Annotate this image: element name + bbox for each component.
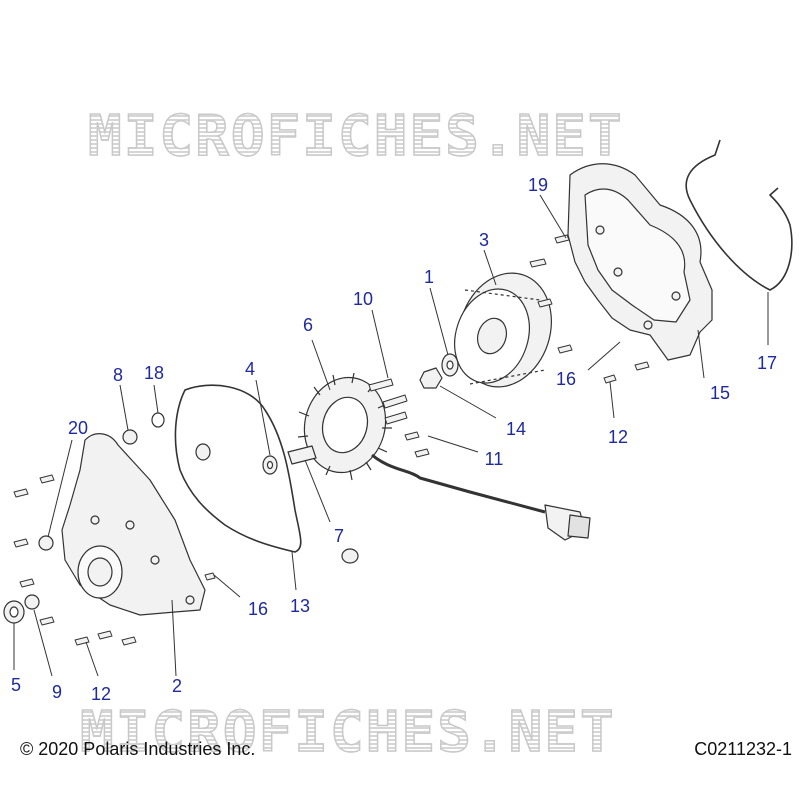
callout-4: 4 [244,359,256,379]
callout-12-left: 12 [90,684,112,704]
leader-lines [13,194,769,677]
plug-part-20 [38,535,54,551]
sensor-part-7 [287,445,317,465]
callout-3: 3 [478,230,490,250]
callout-12-right: 12 [607,427,629,447]
callout-18: 18 [143,363,165,383]
nut-part-14 [419,367,443,389]
gasket-part-13 [174,384,302,553]
callout-16-right: 16 [555,369,577,389]
snap-ring-part-18 [151,412,165,428]
bearing-part-8 [122,429,138,445]
callout-1: 1 [423,267,435,287]
callout-11: 11 [484,449,504,469]
callout-7: 7 [333,526,345,546]
callout-19: 19 [527,175,549,195]
callout-10: 10 [352,289,374,309]
callout-9: 9 [51,682,63,702]
callout-6: 6 [302,315,314,335]
washer-part-9 [24,594,40,610]
watermark-bottom: MICROFICHES.NET [79,699,616,766]
callout-13: 13 [289,596,311,616]
flywheel-part-3 [454,272,552,388]
callout-8: 8 [112,365,124,385]
callout-14: 14 [505,419,527,439]
outer-cover-part-15 [567,163,713,361]
callout-2: 2 [171,676,183,696]
gasket-part-17 [685,139,793,291]
callout-5: 5 [10,675,22,695]
wire-harness [371,453,546,514]
watermark-top: MICROFICHES.NET [87,103,624,170]
copyright-text: © 2020 Polaris Industries Inc. [20,739,256,759]
callout-20: 20 [67,418,89,438]
callout-16-left: 16 [247,599,269,619]
bolts [13,234,650,646]
stator-part-6 [297,372,392,481]
callout-15: 15 [709,383,731,403]
inner-cover-part-2 [61,433,206,616]
callout-17: 17 [756,353,778,373]
figure-id: C0211232-1 [694,739,792,759]
